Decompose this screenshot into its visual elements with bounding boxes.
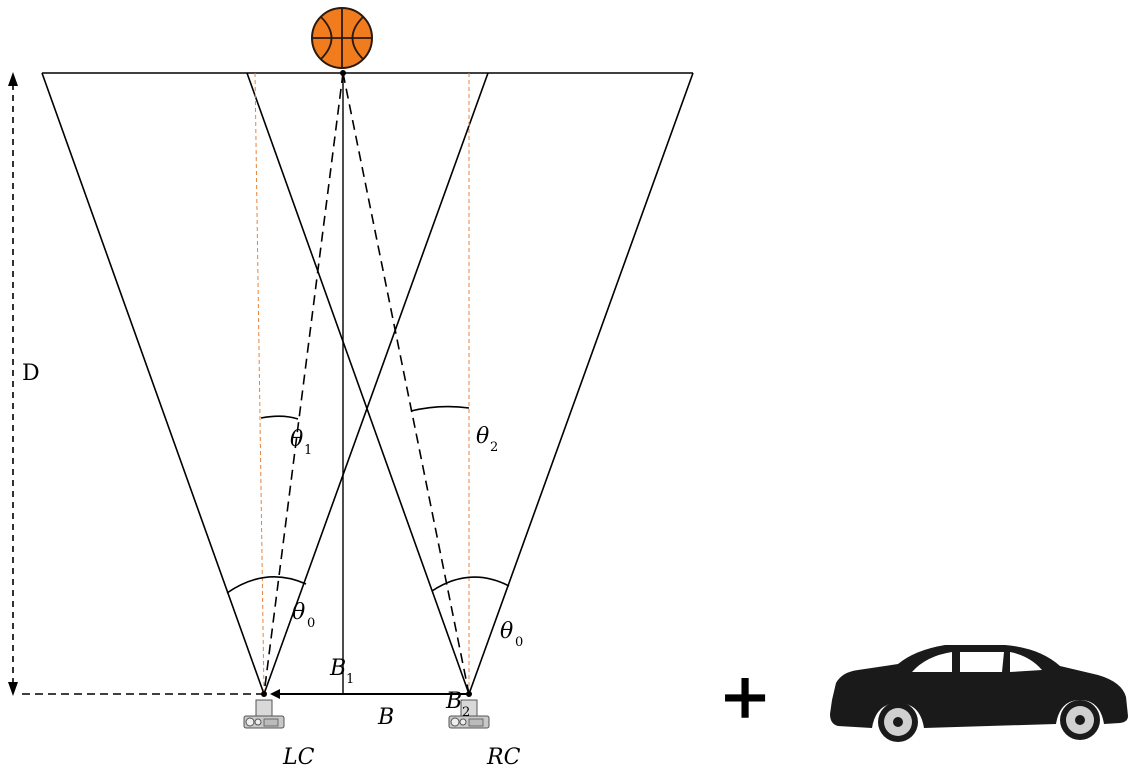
b1-label: B <box>329 656 346 681</box>
left-optical-axis <box>254 72 265 695</box>
distance-label: D <box>22 361 40 386</box>
car-icon <box>830 645 1128 742</box>
theta0-right-subscript: 0 <box>515 635 523 650</box>
left-camera-fov-left <box>41 72 265 695</box>
b2-subscript: 2 <box>462 705 470 720</box>
b1-subscript: 1 <box>346 672 354 687</box>
distance-arrow-bottom-head <box>8 682 18 696</box>
basketball-icon <box>311 7 373 69</box>
theta1-arc <box>260 415 299 420</box>
left-camera-icon <box>243 699 285 729</box>
ball-point <box>340 70 346 76</box>
left-camera-point <box>261 691 267 697</box>
plus-sign: + <box>718 659 772 734</box>
theta0-right-arc <box>431 576 510 592</box>
theta2-arc <box>410 405 470 412</box>
left-camera-label: LC <box>282 745 315 770</box>
theta2-label: θ <box>476 424 489 449</box>
right-camera-fov-left <box>246 72 470 695</box>
theta0-left-subscript: 0 <box>307 616 315 631</box>
baseline-label: B <box>377 705 394 730</box>
distance-arrow-top-head <box>8 72 18 86</box>
right-camera-icon <box>448 699 490 729</box>
right-camera-ray <box>342 72 470 695</box>
right-camera-fov-right <box>468 72 694 695</box>
right-camera-label: RC <box>486 745 521 770</box>
theta2-subscript: 2 <box>490 440 498 455</box>
theta1-subscript: 1 <box>304 443 312 458</box>
right-camera-point <box>466 691 472 697</box>
left-camera-fov-right <box>263 72 489 695</box>
theta0-left-arc <box>226 576 307 594</box>
theta0-right-label: θ <box>500 619 513 644</box>
theta1-label: θ <box>290 427 303 452</box>
theta0-left-label: θ <box>292 600 305 625</box>
b2-label: B <box>445 689 462 714</box>
left-camera-ray <box>263 72 344 695</box>
